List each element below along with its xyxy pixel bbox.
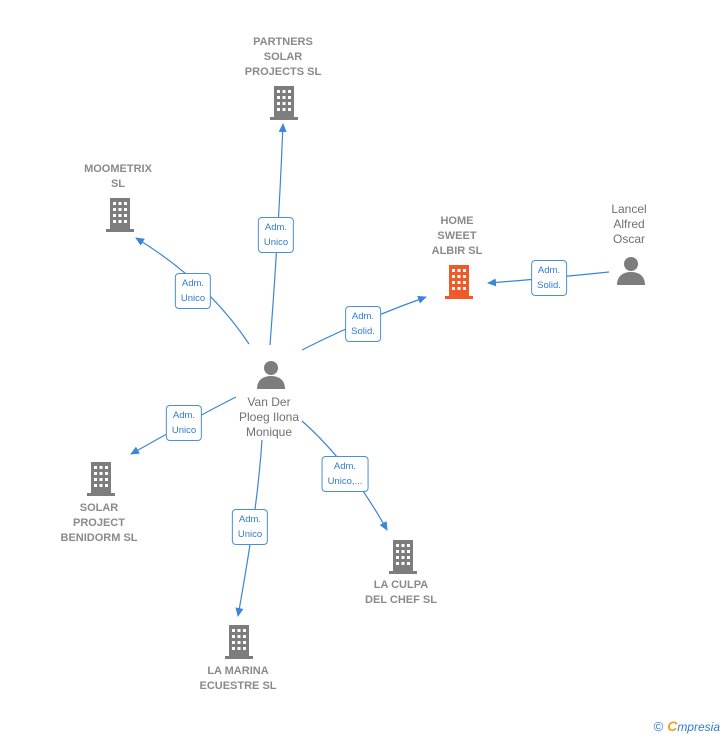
brand-logo-text: mpresia [677, 720, 720, 734]
node-label-culpa[interactable]: LA CULPA DEL CHEF SL [365, 579, 437, 606]
building-icon-highlighted[interactable] [443, 265, 475, 299]
building-icon[interactable] [387, 540, 419, 574]
node-label-lancel[interactable]: Lancel Alfred Oscar [611, 202, 647, 246]
person-icon[interactable] [256, 360, 286, 390]
brand-footer: ©Cmpresia [654, 718, 720, 734]
edge-label-home[interactable]: Adm. Solid. [345, 306, 381, 342]
building-icon[interactable] [85, 462, 117, 496]
edge-label-marina[interactable]: Adm. Unico [231, 509, 269, 545]
node-label-solar[interactable]: SOLAR PROJECT BENIDORM SL [60, 502, 138, 544]
copyright-icon: © [653, 719, 664, 734]
node-label-marina[interactable]: LA MARINA ECUESTRE SL [199, 665, 277, 692]
edge-label-partners[interactable]: Adm. Unico [257, 217, 295, 253]
node-label-moometrix[interactable]: MOOMETRIX SL [84, 163, 152, 190]
person-icon[interactable] [616, 256, 646, 286]
node-label-partners[interactable]: PARTNERS SOLAR PROJECTS SL [244, 36, 322, 78]
node-label-vander[interactable]: Van Der Ploeg Ilona Monique [238, 395, 300, 439]
edge-label-lancel[interactable]: Adm. Solid. [531, 260, 567, 296]
building-icon[interactable] [268, 86, 300, 120]
building-icon[interactable] [223, 625, 255, 659]
brand-logo-initial: C [667, 718, 678, 734]
edge-label-culpa[interactable]: Adm. Unico,... [321, 456, 369, 492]
edge-label-moometrix[interactable]: Adm. Unico [174, 273, 212, 309]
building-icon[interactable] [104, 198, 136, 232]
edge-label-solar[interactable]: Adm. Unico [165, 405, 203, 441]
node-label-home[interactable]: HOME SWEET ALBIR SL [431, 215, 483, 257]
